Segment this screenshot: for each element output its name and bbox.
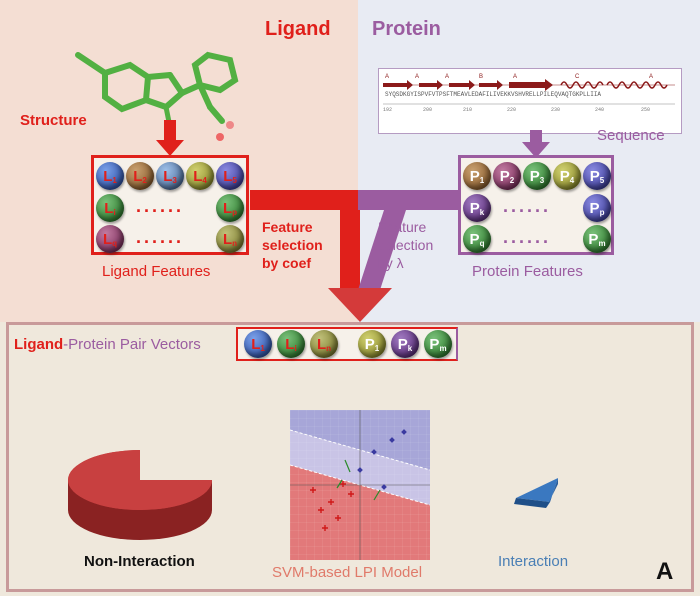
sequence-panel: A A A B A C A SYQSDKGYISPVFVTPSFTMEAVLED…	[378, 68, 682, 134]
ligand-dots: ......	[136, 196, 185, 216]
structure-label: Structure	[20, 112, 87, 129]
ruler-tick: 220	[507, 107, 516, 113]
sse-label-1: A	[385, 74, 389, 80]
secondary-structure-icon: A A A B A C A	[383, 74, 675, 91]
non-interaction-pie-icon	[68, 450, 212, 540]
sequence-residues: SYQSDKGYISPVFVTPSFTMEAVLEDAFILIVEKKVSHVR…	[385, 91, 602, 98]
ruler-tick: 240	[595, 107, 604, 113]
sse-label-2: A	[415, 74, 419, 80]
sequence-label: Sequence	[597, 127, 665, 144]
sse-label-5: A	[513, 74, 517, 80]
protein-dots: ......	[503, 227, 552, 247]
sse-label-7: A	[649, 74, 653, 80]
ruler-tick: 200	[423, 107, 432, 113]
ruler-tick: 250	[641, 107, 650, 113]
ruler-tick: 192	[383, 107, 392, 113]
ligand-dots: ......	[136, 227, 185, 247]
oxygen-atom-icon	[216, 133, 224, 141]
ligand-features-label: Ligand Features	[102, 263, 211, 280]
ligand-structure-icon	[75, 51, 239, 141]
oxygen-atom-icon	[226, 121, 234, 129]
protein-heading: Protein	[372, 18, 441, 40]
interaction-slice-icon	[514, 478, 558, 508]
sse-label-3: A	[445, 74, 449, 80]
model-label: SVM-based LPI Model	[272, 564, 423, 581]
ligand-selection-label: Feature selection by coef	[262, 219, 323, 271]
sse-label-4: B	[479, 74, 483, 80]
non-interaction-label: Non-Interaction	[84, 553, 195, 570]
panel-letter: A	[656, 558, 674, 585]
sequence-ruler: 192 200 210 220 230 240 250	[383, 103, 675, 113]
interaction-label: Interaction	[498, 553, 569, 570]
ruler-tick: 230	[551, 107, 560, 113]
svm-plot-icon	[290, 410, 430, 560]
protein-selection-label: Feature selection by λ	[378, 219, 434, 271]
pair-vector-box	[236, 327, 458, 361]
protein-dots: ......	[503, 196, 552, 216]
protein-features-label: Protein Features	[472, 263, 583, 280]
ruler-tick: 210	[463, 107, 472, 113]
pair-vectors-label: Ligand-Protein Pair Vectors	[14, 336, 201, 353]
ligand-heading: Ligand	[265, 18, 331, 40]
sse-label-6: C	[575, 74, 580, 80]
